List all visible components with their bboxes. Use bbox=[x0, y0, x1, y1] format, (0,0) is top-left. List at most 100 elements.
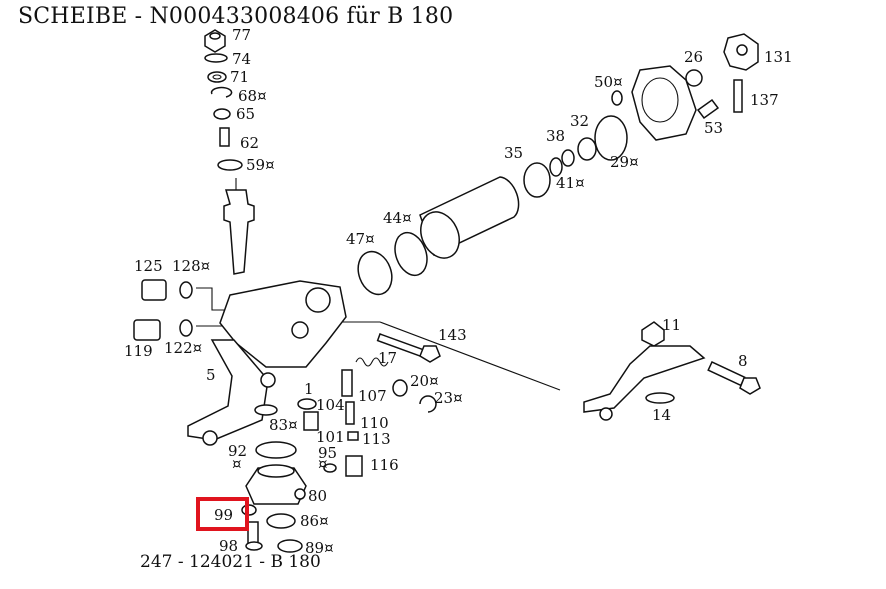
label-20[interactable]: 20¤ bbox=[410, 372, 439, 390]
part-95-ring[interactable] bbox=[323, 463, 337, 473]
label-5[interactable]: 5 bbox=[206, 366, 216, 384]
part-20-ring[interactable] bbox=[392, 379, 408, 397]
part-53-screw[interactable] bbox=[696, 98, 720, 120]
label-35[interactable]: 35 bbox=[504, 144, 523, 162]
label-68[interactable]: 68¤ bbox=[238, 87, 267, 105]
label-80[interactable]: 80 bbox=[308, 487, 327, 505]
part-14-washer[interactable] bbox=[645, 392, 675, 404]
label-92-mark: ¤ bbox=[232, 455, 242, 473]
part-47-ring[interactable] bbox=[352, 247, 397, 299]
label-62[interactable]: 62 bbox=[240, 134, 259, 152]
part-113-ring[interactable] bbox=[347, 431, 359, 441]
cylinder-group bbox=[352, 176, 520, 299]
part-137-bolt[interactable] bbox=[733, 79, 743, 113]
part-26-washer[interactable] bbox=[685, 69, 703, 87]
part-labels: 77 74 71 68¤ 65 62 59¤ 26 131 50¤ 137 53… bbox=[124, 26, 793, 557]
label-23[interactable]: 23¤ bbox=[434, 389, 463, 407]
label-95[interactable]: 95 bbox=[318, 444, 337, 462]
sector-shaft[interactable] bbox=[223, 189, 255, 275]
label-101[interactable]: 101 bbox=[316, 428, 345, 446]
label-110[interactable]: 110 bbox=[360, 414, 389, 432]
label-26[interactable]: 26 bbox=[684, 48, 703, 66]
part-59-seal[interactable] bbox=[217, 159, 243, 171]
part-104-ring[interactable] bbox=[297, 398, 317, 410]
part-50-ring[interactable] bbox=[611, 90, 623, 106]
lower-flange-housing[interactable] bbox=[245, 467, 307, 505]
lower-parts bbox=[241, 464, 307, 553]
part-119-fitting[interactable] bbox=[133, 319, 161, 341]
label-11[interactable]: 11 bbox=[662, 316, 681, 334]
label-107[interactable]: 107 bbox=[358, 387, 387, 405]
part-101-plug[interactable] bbox=[303, 411, 319, 431]
steering-housing-cover[interactable] bbox=[631, 65, 697, 141]
label-99[interactable]: 99 bbox=[214, 506, 233, 524]
part-23-clip[interactable] bbox=[419, 395, 437, 413]
idler-ball bbox=[599, 407, 613, 421]
label-29[interactable]: 29¤ bbox=[610, 153, 639, 171]
part-125-fitting[interactable] bbox=[141, 279, 167, 301]
label-116[interactable]: 116 bbox=[370, 456, 399, 474]
part-5-pitman-arm[interactable] bbox=[187, 339, 269, 441]
label-119[interactable]: 119 bbox=[124, 342, 153, 360]
label-77[interactable]: 77 bbox=[232, 26, 251, 44]
label-47[interactable]: 47¤ bbox=[346, 230, 375, 248]
label-128[interactable]: 128¤ bbox=[172, 257, 210, 275]
part-65-ring[interactable] bbox=[213, 108, 231, 120]
label-83[interactable]: 83¤ bbox=[269, 416, 298, 434]
label-32[interactable]: 32 bbox=[570, 112, 589, 130]
label-125[interactable]: 125 bbox=[134, 257, 163, 275]
part-38-ring[interactable] bbox=[561, 149, 575, 167]
part-29-seal[interactable] bbox=[594, 115, 628, 161]
part-83-ring[interactable] bbox=[254, 404, 278, 416]
label-50[interactable]: 50¤ bbox=[594, 73, 623, 91]
part-92-seal[interactable] bbox=[255, 441, 297, 459]
label-122[interactable]: 122¤ bbox=[164, 339, 202, 357]
part-62-pin[interactable] bbox=[219, 127, 230, 147]
label-74[interactable]: 74 bbox=[232, 50, 251, 68]
label-14[interactable]: 14 bbox=[652, 406, 671, 424]
label-113[interactable]: 113 bbox=[362, 430, 391, 448]
part-71-hole bbox=[212, 74, 222, 80]
part-71-washer[interactable] bbox=[207, 71, 227, 83]
part-116-plug[interactable] bbox=[345, 455, 363, 477]
label-137[interactable]: 137 bbox=[750, 91, 779, 109]
label-1[interactable]: 1 bbox=[304, 380, 314, 398]
label-89[interactable]: 89¤ bbox=[305, 539, 334, 557]
part-17-spring[interactable] bbox=[355, 357, 389, 367]
gear-housing bbox=[187, 280, 561, 446]
part-110-pin[interactable] bbox=[345, 401, 355, 425]
label-98[interactable]: 98 bbox=[219, 537, 238, 555]
part-44-ring[interactable] bbox=[389, 228, 432, 280]
label-71[interactable]: 71 bbox=[230, 68, 249, 86]
part-86-seal[interactable] bbox=[266, 513, 296, 529]
part-8-head bbox=[739, 377, 761, 395]
part-32-ring[interactable] bbox=[577, 137, 597, 161]
part-68-circlip[interactable] bbox=[210, 86, 233, 98]
part-11-nut[interactable] bbox=[641, 321, 665, 347]
label-17[interactable]: 17 bbox=[378, 349, 397, 367]
part-74-washer[interactable] bbox=[204, 53, 228, 63]
part-35-piston[interactable] bbox=[523, 162, 551, 198]
pitman-ball bbox=[202, 430, 218, 446]
label-143[interactable]: 143 bbox=[438, 326, 467, 344]
label-53[interactable]: 53 bbox=[704, 119, 723, 137]
label-131[interactable]: 131 bbox=[764, 48, 793, 66]
label-86[interactable]: 86¤ bbox=[300, 512, 329, 530]
label-92[interactable]: 92 bbox=[228, 442, 247, 460]
label-59[interactable]: 59¤ bbox=[246, 156, 275, 174]
label-65[interactable]: 65 bbox=[236, 105, 255, 123]
label-8[interactable]: 8 bbox=[738, 352, 748, 370]
part-41-ring[interactable] bbox=[549, 157, 563, 177]
part-107-plunger[interactable] bbox=[341, 369, 353, 397]
cylinder-end bbox=[420, 211, 460, 259]
part-128-seal[interactable] bbox=[179, 281, 193, 299]
part-122-seal[interactable] bbox=[179, 319, 193, 337]
idler-arm-body[interactable] bbox=[583, 345, 706, 413]
label-38[interactable]: 38 bbox=[546, 127, 565, 145]
label-104[interactable]: 104 bbox=[316, 396, 345, 414]
label-41[interactable]: 41¤ bbox=[556, 174, 585, 192]
part-89-ring[interactable] bbox=[277, 539, 303, 553]
part-80-ring[interactable] bbox=[294, 488, 306, 500]
label-44[interactable]: 44¤ bbox=[383, 209, 412, 227]
